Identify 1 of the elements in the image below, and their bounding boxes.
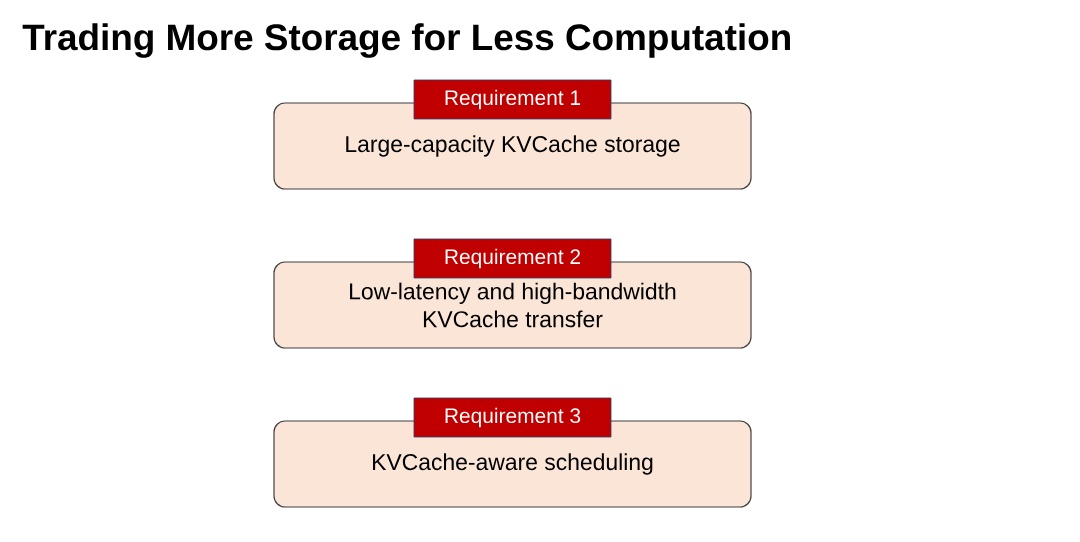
title: Trading More Storage for Less Computation [22,23,790,58]
